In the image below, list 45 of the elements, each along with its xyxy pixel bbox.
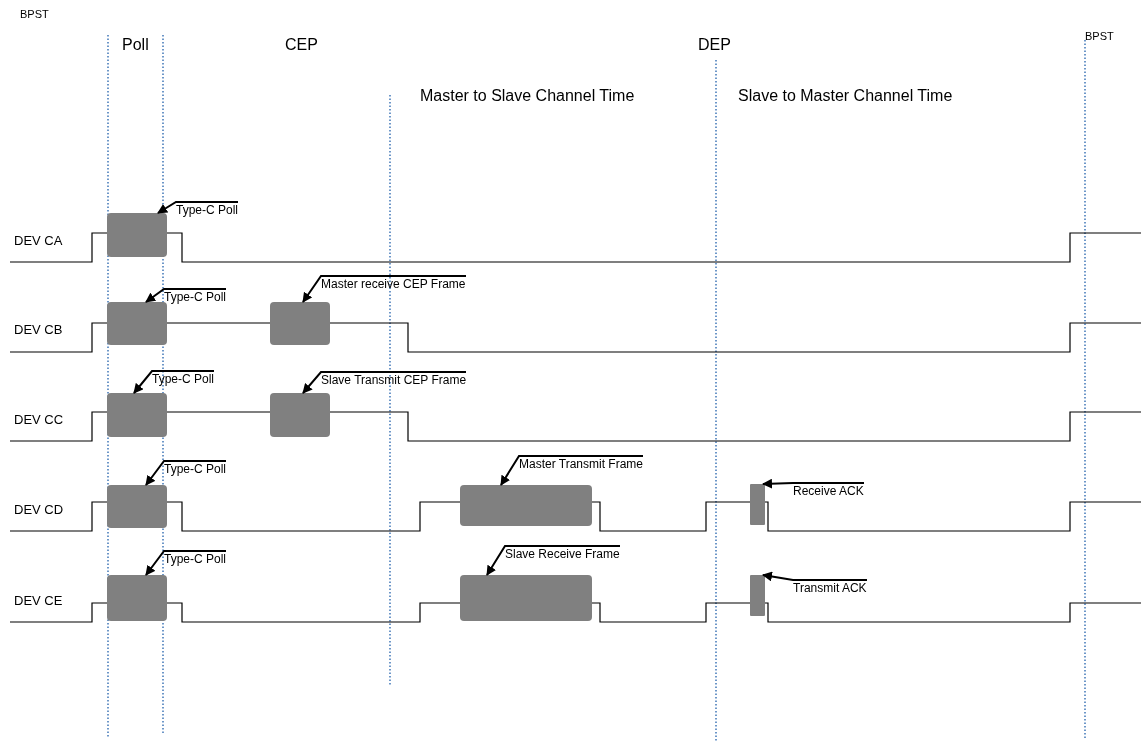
- phase-label: Poll: [122, 36, 149, 54]
- signal-block: [270, 302, 330, 345]
- leader-arrow: [762, 478, 865, 489]
- signal-block: [107, 213, 167, 257]
- annotation-text: Slave Transmit CEP Frame: [321, 372, 467, 387]
- leader-arrow: [145, 550, 227, 576]
- signal-block: [107, 302, 167, 345]
- phase-label: Master to Slave Channel Time: [420, 87, 635, 105]
- annotation-text: Slave Receive Frame: [505, 546, 620, 561]
- timeline-label: BPST: [20, 8, 49, 20]
- annotation-text: Type-C Poll: [164, 551, 227, 566]
- leader-arrow: [302, 275, 467, 303]
- annotation-text: Type-C Poll: [176, 202, 239, 217]
- leader-arrow: [500, 455, 644, 486]
- leader-arrow: [762, 571, 868, 582]
- leader-arrow: [145, 460, 227, 486]
- leader-arrow: [133, 370, 215, 394]
- phase-label: CEP: [285, 36, 318, 54]
- signal-block: [107, 393, 167, 437]
- annotation-text: Type-C Poll: [152, 371, 215, 386]
- row-label: DEV CC: [14, 412, 64, 427]
- ack-pulse: [750, 575, 765, 616]
- annotation-text: Master Transmit Frame: [519, 456, 644, 471]
- annotation-text: Receive ACK: [793, 483, 864, 498]
- row-label: DEV CD: [14, 502, 64, 517]
- row-label: DEV CA: [14, 233, 63, 248]
- leader-arrow: [302, 371, 467, 394]
- phase-label: DEP: [698, 36, 731, 54]
- ack-pulse: [750, 484, 765, 525]
- annotation-text: Transmit ACK: [793, 580, 867, 595]
- leader-arrow: [157, 201, 239, 214]
- signal-block: [270, 393, 330, 437]
- row-label: DEV CE: [14, 593, 63, 608]
- leader-arrow: [145, 288, 227, 303]
- signal-block: [460, 485, 592, 526]
- signal-block: [107, 575, 167, 621]
- signal-block: [107, 485, 167, 528]
- phase-label: Slave to Master Channel Time: [738, 87, 953, 105]
- timeline-label: BPST: [1085, 30, 1114, 42]
- annotation-text: Master receive CEP Frame: [321, 276, 466, 291]
- annotation-text: Type-C Poll: [164, 461, 227, 476]
- signal-block: [460, 575, 592, 621]
- annotation-text: Type-C Poll: [164, 289, 227, 304]
- leader-arrow: [486, 545, 621, 576]
- row-label: DEV CB: [14, 322, 63, 337]
